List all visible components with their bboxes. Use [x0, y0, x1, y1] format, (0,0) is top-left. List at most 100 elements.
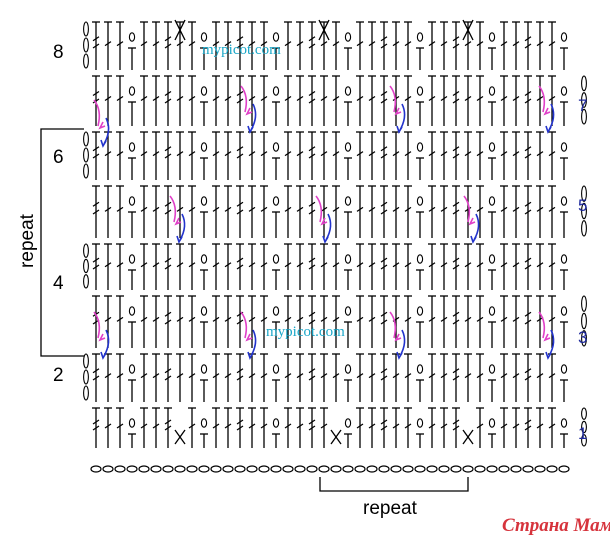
stitch-slash — [188, 206, 196, 212]
chain-loop — [344, 364, 352, 374]
stitch-slash — [248, 151, 256, 157]
chain-loop — [128, 196, 136, 206]
stitch-slash — [512, 262, 520, 268]
stitch-slash — [500, 151, 508, 157]
stitch-slash — [356, 151, 364, 157]
turning-chain — [581, 295, 587, 312]
stitch-slash — [524, 319, 532, 325]
stitch-slash — [428, 41, 436, 47]
row-label-4: 4 — [53, 273, 64, 294]
stitch-slash — [236, 146, 244, 152]
stitch-slash — [464, 151, 472, 157]
repeat-vertical-label: repeat — [17, 214, 38, 268]
pink-arrow-head — [468, 217, 476, 226]
stitch-slash — [368, 423, 376, 429]
stitch-slash — [116, 206, 124, 212]
stitch-slash — [236, 209, 244, 215]
stitch-slash — [380, 201, 388, 207]
stitch-slash — [284, 262, 292, 268]
stitch-slash — [212, 316, 220, 322]
stitch-slash — [392, 262, 400, 268]
stitch-slash — [308, 201, 316, 207]
chain-stitch — [474, 465, 486, 473]
stitch-slash — [104, 262, 112, 268]
stitch-slash — [548, 206, 556, 212]
stitch-slash — [188, 151, 196, 157]
pink-arrow — [315, 195, 323, 223]
chain-loop — [200, 196, 208, 206]
pink-arrow — [538, 311, 546, 339]
stitch-slash — [524, 209, 532, 215]
stitch-slash — [500, 206, 508, 212]
stitch-slash — [404, 373, 412, 379]
stitch-slash — [512, 316, 520, 322]
chain-stitch — [162, 465, 174, 473]
chain-stitch — [210, 465, 222, 473]
stitch-slash — [116, 316, 124, 322]
stitch-slash — [176, 206, 184, 212]
turning-chain — [581, 330, 587, 347]
stitch-slash — [152, 96, 160, 101]
stitch-slash — [404, 262, 412, 268]
stitch-slash — [224, 41, 232, 47]
pink-arrow-head — [98, 333, 106, 342]
chain-stitch — [126, 465, 138, 473]
chain-loop — [272, 418, 280, 428]
pink-arrow-head — [394, 107, 402, 116]
stitch-slash — [368, 41, 376, 47]
stitch-slash — [212, 96, 220, 101]
stitch-slash — [536, 96, 544, 101]
stitch-slash — [440, 316, 448, 322]
turning-chain — [581, 108, 587, 125]
stitch-slash — [236, 98, 244, 104]
stitch-slash — [212, 41, 220, 47]
chain-stitch — [414, 465, 426, 473]
chain-stitch — [354, 465, 366, 473]
chain-loop — [272, 86, 280, 96]
stitch-slash — [296, 96, 304, 101]
chain-loop — [488, 364, 496, 374]
blue-arrow-head — [100, 351, 107, 360]
stitch-slash — [236, 425, 244, 431]
blue-arrow — [103, 329, 110, 357]
stitch-slash — [332, 316, 340, 322]
row-label-1: 1 — [578, 424, 588, 443]
stitch-slash — [524, 201, 532, 207]
stitch-slash — [92, 98, 100, 104]
stitch-slash — [308, 257, 316, 263]
watermark-top: mypicot.com — [202, 42, 281, 58]
repeat-bracket-horizontal — [319, 477, 469, 492]
stitch-slash — [92, 91, 100, 96]
stitch-slash — [248, 373, 256, 379]
stitch-slash — [320, 41, 328, 47]
chain-stitch — [438, 465, 450, 473]
row-label-7: 7 — [578, 96, 588, 115]
stitch-slash — [248, 262, 256, 268]
stitch-slash — [440, 423, 448, 429]
stitch-slash — [164, 91, 172, 96]
turning-chain — [83, 243, 89, 258]
stitch-slash — [536, 262, 544, 268]
stitch-slash — [476, 316, 484, 322]
stitch-slash — [548, 316, 556, 322]
stitch-slash — [164, 36, 172, 42]
chain-stitch — [258, 465, 270, 473]
stitch-slash — [176, 373, 184, 379]
stitch-slash — [212, 373, 220, 379]
stitch-slash — [368, 373, 376, 379]
stitch-slash — [476, 262, 484, 268]
stitch-slash — [92, 257, 100, 263]
cross-stitch — [462, 429, 474, 445]
chain-stitch — [90, 465, 102, 473]
stitch-slash — [380, 153, 388, 159]
stitch-slash — [392, 96, 400, 101]
stitch-slash — [452, 36, 460, 42]
stitch-slash — [452, 209, 460, 215]
stitch-slash — [212, 423, 220, 429]
row-label-2: 2 — [53, 365, 64, 386]
stitch-slash — [92, 419, 100, 425]
turning-chain — [83, 163, 89, 179]
turning-chain — [581, 92, 587, 108]
chain-loop — [128, 254, 136, 264]
